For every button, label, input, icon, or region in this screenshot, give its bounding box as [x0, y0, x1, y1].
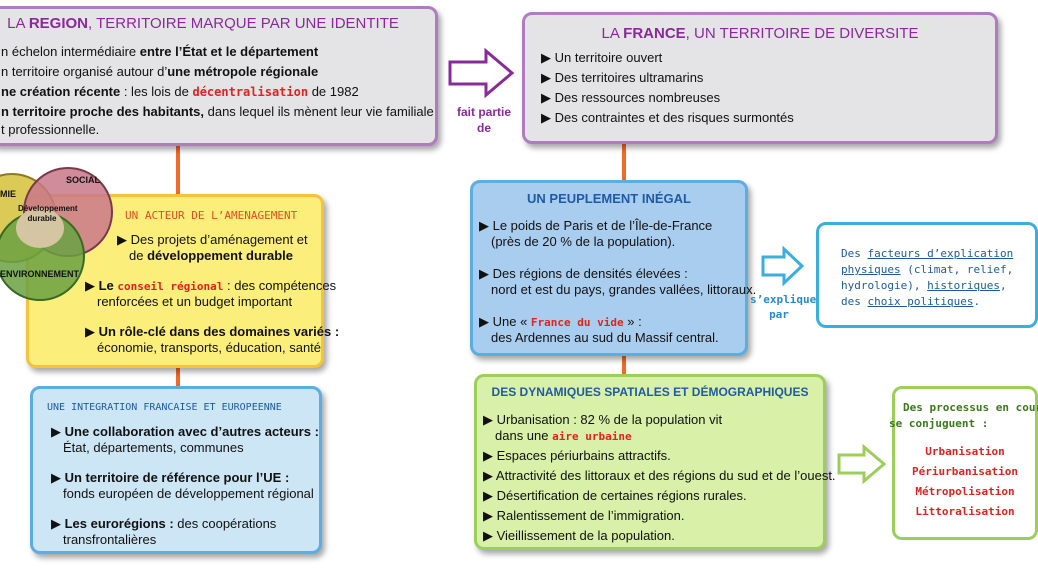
- facteurs-line-4: des choix politiques.: [841, 295, 981, 308]
- connector-acteur-integration: [176, 368, 180, 388]
- acteur-title: UN ACTEUR DE L’AMENAGEMENT: [125, 209, 298, 222]
- france-item: ▶ Des territoires ultramarins: [541, 70, 704, 85]
- region-title: LA REGION, TERRITOIRE MARQUE PAR UNE IDE…: [7, 15, 399, 32]
- peuplement-bullet-3-cont: des Ardennes au sud du Massif central.: [491, 330, 719, 345]
- france-item: ▶ Des ressources nombreuses: [541, 90, 721, 105]
- peuplement-bullet-2-cont: nord et est du pays, grandes vallées, li…: [491, 282, 757, 297]
- peuplement-box: UN PEUPLEMENT INÉGAL ▶ Le poids de Paris…: [470, 180, 756, 356]
- connector-france-peuplement: [622, 144, 626, 182]
- integration-bullet-2: ▶ Un territoire de référence pour l’UE :: [51, 470, 290, 485]
- france-title: LA FRANCE, UN TERRITOIRE DE DIVERSITE: [601, 25, 919, 42]
- dynamiques-item-6: ▶ Vieillissement de la population.: [483, 528, 675, 543]
- dynamiques-item-1: ▶ Urbanisation : 82 % de la population v…: [483, 412, 723, 427]
- peuplement-bullet-1-cont: (près de 20 % de la population).: [491, 234, 676, 249]
- processus-item: Littoralisation: [915, 505, 1015, 518]
- processus-item: Urbanisation: [925, 445, 1005, 458]
- france-item: ▶ Un territoire ouvert: [541, 50, 663, 65]
- dynamiques-item-3: ▶ Attractivité des littoraux et des régi…: [483, 468, 836, 483]
- dynamiques-item-2: ▶ Espaces périurbains attractifs.: [483, 448, 671, 463]
- arrow-right-icon: [761, 245, 805, 287]
- acteur-bullet-2: ▶ Le conseil régional : des compétences: [85, 278, 337, 293]
- integration-bullet-2-cont: fonds européen de développement régional: [63, 486, 314, 501]
- dynamiques-box: DES DYNAMIQUES SPATIALES ET DÉMOGRAPHIQU…: [474, 374, 836, 550]
- facteurs-line-1: Des facteurs d’explication: [841, 247, 1014, 260]
- france-box: LA FRANCE, UN TERRITOIRE DE DIVERSITE ▶ …: [522, 12, 998, 144]
- connector-peuplement-dynamiques: [622, 356, 626, 376]
- integration-bullet-3-cont: transfrontalières: [63, 532, 157, 547]
- region-line-1: n échelon intermédiaire entre l’État et …: [1, 44, 319, 59]
- acteur-box: UN ACTEUR DE L’AMENAGEMENT ▶ Des projets…: [26, 194, 339, 368]
- integration-bullet-1-cont: État, départements, communes: [63, 440, 244, 455]
- processus-item: Périurbanisation: [912, 465, 1018, 478]
- venn-diagram: [0, 167, 113, 301]
- venn-label-social: SOCIAL: [66, 175, 101, 185]
- acteur-bullet-2-cont: renforcées et un budget important: [97, 294, 293, 309]
- acteur-bullet-3-cont: économie, transports, éducation, santé: [97, 340, 322, 355]
- integration-title: UNE INTEGRATION FRANCAISE ET EUROPEENNE: [47, 402, 282, 413]
- dynamiques-item-1-cont: dans une aire urbaine: [495, 428, 632, 443]
- integration-bullet-3: ▶ Les eurorégions : des coopérations: [51, 516, 277, 531]
- processus-box: Des processus en cour se conjuguent : Ur…: [889, 386, 1038, 540]
- acteur-bullet-3: ▶ Un rôle-clé dans des domaines variés :: [85, 324, 340, 339]
- peuplement-bullet-3: ▶ Une « France du vide » :: [479, 314, 642, 329]
- venn-label-environnement: ENVIRONNEMENT: [0, 269, 80, 279]
- acteur-bullet-1-cont: de développement durable: [129, 248, 293, 263]
- region-line-5: t professionnelle.: [1, 122, 100, 137]
- france-item: ▶ Des contraintes et des risques surmont…: [541, 110, 794, 125]
- arrow-right-icon: [837, 443, 887, 485]
- region-line-2: n territoire organisé autour d’une métro…: [1, 64, 319, 79]
- acteur-bullet-1: ▶ Des projets d’aménagement et: [117, 232, 308, 247]
- arrow-right-icon: [448, 47, 515, 99]
- dynamiques-item-4: ▶ Désertification de certaines régions r…: [483, 488, 747, 503]
- facteurs-box: Des facteurs d’explication physiques (cl…: [816, 222, 1038, 328]
- processus-intro-2: se conjuguent :: [889, 417, 989, 430]
- processus-intro-1: Des processus en cour: [903, 401, 1038, 414]
- venn-label-economie: MIE: [0, 189, 17, 199]
- connector-region-acteur: [176, 144, 180, 196]
- region-line-3: ne création récente : les lois de décent…: [1, 84, 359, 99]
- processus-item: Métropolisation: [915, 485, 1015, 498]
- peuplement-bullet-1: ▶ Le poids de Paris et de l’Île-de-Franc…: [479, 218, 713, 233]
- region-line-4: n territoire proche des habitants, dans …: [1, 104, 434, 119]
- region-box: LA REGION, TERRITOIRE MARQUE PAR UNE IDE…: [0, 6, 438, 146]
- facteurs-line-3: hydrologie), historiques,: [841, 279, 1007, 292]
- dynamiques-item-5: ▶ Ralentissement de l’immigration.: [483, 508, 685, 523]
- facteurs-line-2: physiques (climat, relief,: [841, 263, 1014, 276]
- peuplement-bullet-2: ▶ Des régions de densités élevées :: [479, 266, 688, 281]
- integration-box: UNE INTEGRATION FRANCAISE ET EUROPEENNE …: [30, 386, 322, 554]
- venn-center: [16, 208, 64, 248]
- integration-bullet-1: ▶ Une collaboration avec d’autres acteur…: [51, 424, 319, 439]
- peuplement-title: UN PEUPLEMENT INÉGAL: [527, 191, 691, 206]
- dynamiques-title: DES DYNAMIQUES SPATIALES ET DÉMOGRAPHIQU…: [491, 385, 809, 399]
